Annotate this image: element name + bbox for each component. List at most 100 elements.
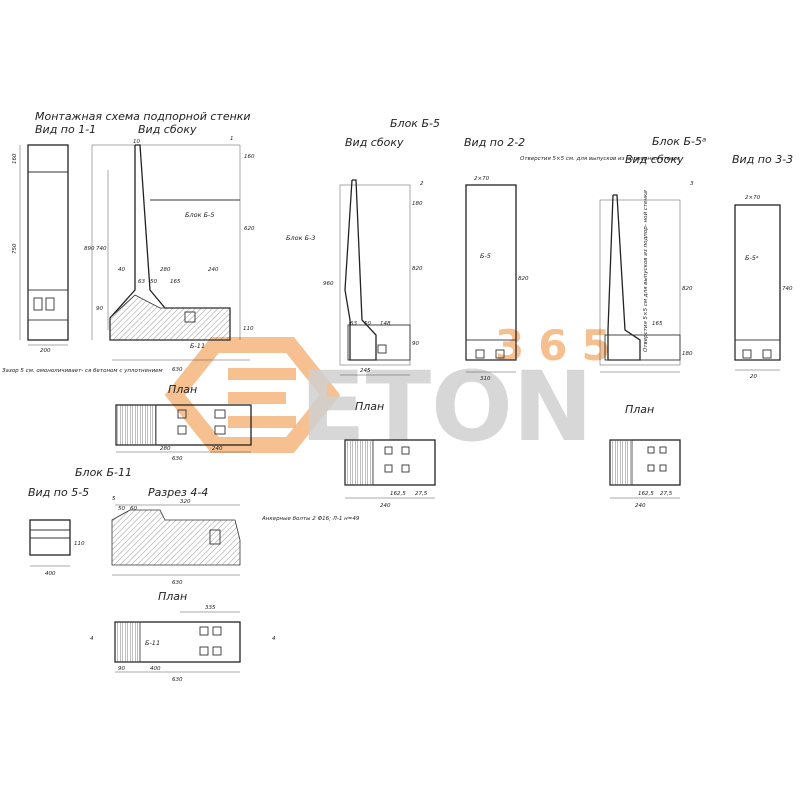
dim-630-a: 630 — [172, 367, 183, 373]
plan-2-drawing — [344, 439, 436, 499]
dim-160-b: 160 — [244, 154, 255, 160]
dim-10: 10 — [133, 139, 140, 145]
watermark: ETON 365 — [164, 321, 625, 463]
dim-320: 320 — [180, 499, 191, 505]
plan-3-drawing — [609, 439, 681, 499]
section-mark-4b: 4 — [272, 636, 276, 642]
section-mark-3: 3 — [690, 181, 694, 187]
dim-310: 310 — [480, 376, 491, 382]
dim-90-b: 90 — [412, 341, 419, 347]
dim-90-c: 90 — [118, 666, 125, 672]
dim-50-c: 50 — [118, 506, 125, 512]
side-label-block-b5: Блок Б-5 — [185, 211, 215, 219]
view-side-title: Вид сбоку — [138, 123, 197, 136]
dim-240-d: 240 — [635, 503, 646, 509]
plan-1-title: План — [168, 383, 197, 396]
dim-20-a: 20 — [750, 374, 757, 380]
dim-240-a: 240 — [208, 267, 219, 273]
dim-110: 110 — [243, 326, 254, 332]
plan-3-title: План — [625, 403, 654, 416]
dim-400-b: 400 — [150, 666, 161, 672]
dim-240-c: 240 — [380, 503, 391, 509]
fill-note: Зазор 5 см. омоноличивает- ся бетоном с … — [2, 368, 163, 374]
b5-label-block-b3: Блок Б-3 — [286, 234, 316, 242]
side-label-b11: Б-11 — [190, 342, 205, 350]
b11-view-5-5-drawing — [29, 519, 71, 567]
dim-50-a: 50 — [150, 279, 157, 285]
b5-side-drawing — [339, 179, 411, 376]
plan-2-title: План — [355, 400, 384, 413]
b5a-front-label: Б-5ᵃ — [745, 254, 759, 262]
b5a-view-3-3-title: Вид по 3-3 — [732, 153, 793, 166]
b5a-side-title: Вид сбоку — [625, 153, 684, 166]
plan-4-drawing — [114, 611, 241, 673]
dim-50-b: 50 — [364, 321, 371, 327]
dim-280-a: 280 — [160, 267, 171, 273]
dim-165-b: 165 — [652, 321, 663, 327]
b5a-block-title: Блок Б-5ᵃ — [652, 135, 706, 148]
dim-740-b: 740 — [782, 286, 793, 292]
b5-side-title: Вид сбоку — [345, 136, 404, 149]
dim-335: 335 — [205, 605, 216, 611]
dim-60: 60 — [130, 506, 137, 512]
dim-280-b: 280 — [160, 446, 171, 452]
dim-1625-b: 162,5 — [638, 491, 654, 497]
dim-740: 740 — [96, 246, 107, 252]
plan-1-drawing — [115, 404, 252, 453]
holes-note-b5a: Отверстия 5×5 см для выпусков из подпор-… — [643, 190, 649, 352]
anchor-note: Анкерные болты 2 Ф16; Л-1 н=49 — [261, 516, 360, 522]
sheet-title: Монтажная схема подпорной стенки — [35, 110, 251, 123]
dim-750: 750 — [12, 243, 18, 254]
section-mark-4a: 4 — [90, 636, 94, 642]
dim-960: 960 — [323, 281, 334, 287]
dim-820-b: 820 — [518, 276, 529, 282]
dim-630-d: 630 — [172, 677, 183, 683]
section-mark-2: 2 — [420, 181, 424, 187]
watermark-number: 365 — [495, 321, 625, 370]
dim-400-a: 400 — [45, 571, 56, 577]
dim-63-b: 63 — [350, 321, 357, 327]
b5a-side-drawing — [599, 194, 681, 373]
b5-view-2-2-title: Вид по 2-2 — [464, 136, 525, 149]
section-mark-1: 1 — [230, 136, 234, 142]
dim-820-c: 820 — [682, 286, 693, 292]
dim-165: 165 — [170, 279, 181, 285]
dim-160-a: 160 — [12, 153, 18, 164]
dim-90-a: 90 — [96, 306, 103, 312]
dim-180-b: 180 — [682, 351, 693, 357]
b11-section-4-4-title: Разрез 4-4 — [148, 486, 208, 499]
dim-630-c: 630 — [172, 580, 183, 586]
b11-view-5-5-title: Вид по 5-5 — [28, 486, 89, 499]
dim-2x70-b: 2×70 — [745, 195, 761, 201]
dim-245: 245 — [360, 368, 371, 374]
holes-note-b5: Отверстия 5×5 см. для выпусков из подпор… — [520, 156, 681, 162]
dim-148: 148 — [380, 321, 391, 327]
view-1-1-title: Вид по 1-1 — [35, 123, 96, 136]
dim-2x70-a: 2×70 — [474, 176, 490, 182]
side-view-drawing — [91, 144, 250, 361]
dim-630-b: 630 — [172, 456, 183, 462]
dim-620: 620 — [244, 226, 255, 232]
dim-275-b: 27,5 — [660, 491, 673, 497]
b5-front-label: Б-5 — [480, 252, 491, 260]
dim-820-a: 820 — [412, 266, 423, 272]
plan-4-title: План — [158, 590, 187, 603]
plan-4-label: Б-11 — [145, 639, 160, 647]
b5-front-drawing — [465, 184, 517, 373]
dim-110-b: 110 — [74, 541, 85, 547]
b5-block-title: Блок Б-5 — [390, 117, 440, 130]
dim-890: 890 — [84, 246, 95, 252]
b11-section-drawing — [111, 504, 241, 576]
b11-block-title: Блок Б-11 — [75, 466, 132, 479]
dim-200-a: 200 — [40, 348, 51, 354]
b5a-front-drawing — [734, 204, 781, 371]
dim-180-a: 180 — [412, 201, 423, 207]
section-mark-5: 5 — [112, 496, 116, 502]
dim-63: 63 — [138, 279, 145, 285]
view-1-1-drawing — [19, 144, 69, 346]
dim-240-b: 240 — [212, 446, 223, 452]
dim-1625-a: 162,5 — [390, 491, 406, 497]
dim-275-a: 27,5 — [415, 491, 428, 497]
dim-40-a: 40 — [118, 267, 125, 273]
